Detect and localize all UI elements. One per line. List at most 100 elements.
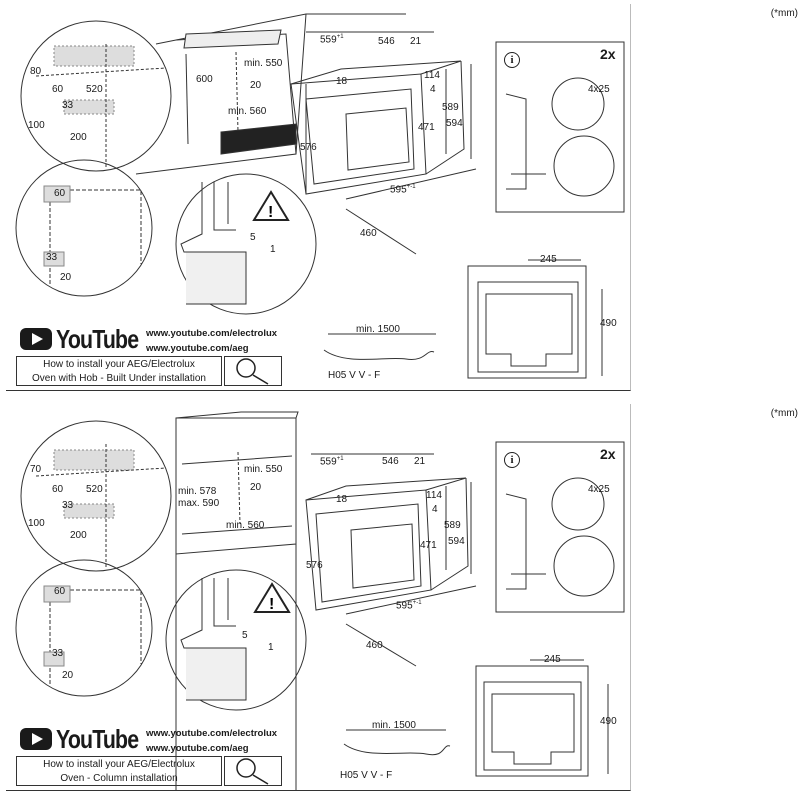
dim-min-578: min. 578 <box>178 486 217 497</box>
dim-471: 471 <box>420 540 437 551</box>
dim-576: 576 <box>300 142 317 153</box>
dim-4: 4 <box>430 84 436 95</box>
dim-595: 595+-1 <box>390 184 416 196</box>
dim-33b: 33 <box>52 648 64 659</box>
dim-33a: 33 <box>62 500 74 511</box>
svg-text:!: ! <box>268 204 273 221</box>
url-electrolux[interactable]: www.youtube.com/electrolux <box>146 728 278 739</box>
cable-length: min. 1500 <box>356 324 400 335</box>
search-box[interactable] <box>224 756 282 786</box>
dim-max-590: max. 590 <box>178 498 220 509</box>
units-note: (*mm) <box>770 408 798 419</box>
youtube-logo: YouTube <box>20 323 156 354</box>
howto-line1: How to install your AEG/Electrolux <box>43 759 195 770</box>
dim-114: 114 <box>426 490 442 501</box>
units-note: (*mm) <box>770 8 798 19</box>
dim-100: 100 <box>28 120 45 131</box>
magnifier-icon <box>236 758 269 785</box>
screw-size: 4x25 <box>588 84 610 95</box>
dim-min-550: min. 550 <box>244 464 283 475</box>
youtube-logo: YouTube <box>20 723 156 754</box>
dim-min-550: min. 550 <box>244 58 283 69</box>
installation-drawing: ! <box>15 13 625 385</box>
screw-quantity: 2x <box>600 46 616 62</box>
cable-length: min. 1500 <box>372 720 416 731</box>
dim-589: 589 <box>444 520 461 531</box>
dim-595: 595+-1 <box>396 600 422 612</box>
url-aeg[interactable]: www.youtube.com/aeg <box>146 343 249 354</box>
dim-60b: 60 <box>54 188 66 199</box>
warning-icon: ! <box>253 582 291 613</box>
dim-520: 520 <box>86 84 103 95</box>
dim-20b: 20 <box>62 670 74 681</box>
howto-box: How to install your AEG/Electrolux Oven … <box>16 756 222 786</box>
dim-100: 100 <box>28 518 45 529</box>
dim-245: 245 <box>544 654 561 665</box>
dim-60a: 60 <box>52 84 64 95</box>
dim-18: 18 <box>336 494 348 505</box>
magnifier-icon <box>236 358 269 385</box>
dim-5: 5 <box>250 232 256 243</box>
dim-576: 576 <box>306 560 323 571</box>
installation-drawing: ! <box>15 411 625 790</box>
dim-20a: 20 <box>250 482 262 493</box>
info-icon: i <box>504 52 520 68</box>
youtube-wordmark: YouTube <box>56 323 139 354</box>
installation-panel-built-under: (*mm) <box>6 4 798 391</box>
dim-80: 80 <box>30 66 42 77</box>
screw-size: 4x25 <box>588 484 610 495</box>
url-electrolux[interactable]: www.youtube.com/electrolux <box>146 328 278 339</box>
info-icon: i <box>504 452 520 468</box>
dim-559: 559+1 <box>320 34 344 46</box>
cable-type: H05 V V - F <box>340 770 393 781</box>
dim-20a: 20 <box>250 80 262 91</box>
dim-200: 200 <box>70 530 87 541</box>
dim-546: 546 <box>378 36 395 47</box>
dim-600: 600 <box>196 74 213 85</box>
dim-589: 589 <box>442 102 459 113</box>
dim-1: 1 <box>270 244 276 255</box>
dim-70: 70 <box>30 464 42 475</box>
dim-min-560: min. 560 <box>226 520 265 531</box>
dim-114: 114 <box>424 70 440 81</box>
dim-33b: 33 <box>46 252 58 263</box>
dim-18: 18 <box>336 76 348 87</box>
dim-33a: 33 <box>62 100 74 111</box>
youtube-urls: www.youtube.com/electrolux www.youtube.c… <box>146 326 277 356</box>
youtube-urls: www.youtube.com/electrolux www.youtube.c… <box>146 726 277 756</box>
cable-type: H05 V V - F <box>328 370 381 381</box>
youtube-wordmark: YouTube <box>56 723 139 754</box>
dim-21: 21 <box>414 456 426 467</box>
search-box[interactable] <box>224 356 282 386</box>
dim-1: 1 <box>268 642 274 653</box>
howto-line1: How to install your AEG/Electrolux <box>43 359 195 370</box>
dim-471: 471 <box>418 122 435 133</box>
dim-460: 460 <box>360 228 377 239</box>
dim-min-560: min. 560 <box>228 106 267 117</box>
dim-4: 4 <box>432 504 438 515</box>
dim-594: 594 <box>448 536 465 547</box>
dim-490: 490 <box>600 716 617 727</box>
dim-594: 594 <box>446 118 463 129</box>
url-aeg[interactable]: www.youtube.com/aeg <box>146 743 249 754</box>
howto-box: How to install your AEG/Electrolux Oven … <box>16 356 222 386</box>
dim-490: 490 <box>600 318 617 329</box>
dim-520: 520 <box>86 484 103 495</box>
dim-200: 200 <box>70 132 87 143</box>
dim-245: 245 <box>540 254 557 265</box>
dim-21: 21 <box>410 36 422 47</box>
youtube-play-icon <box>20 728 52 750</box>
dim-60a: 60 <box>52 484 64 495</box>
dim-60b: 60 <box>54 586 66 597</box>
dim-559: 559+1 <box>320 456 344 468</box>
svg-text:!: ! <box>269 596 274 613</box>
dim-20b: 20 <box>60 272 72 283</box>
dim-546: 546 <box>382 456 399 467</box>
howto-line2: Oven - Column installation <box>60 773 178 784</box>
howto-line2: Oven with Hob - Built Under installation <box>32 373 206 384</box>
warning-icon: ! <box>252 190 290 221</box>
installation-panel-column: (*mm) <box>6 404 798 791</box>
dim-460: 460 <box>366 640 383 651</box>
screw-quantity: 2x <box>600 446 616 462</box>
dim-5: 5 <box>242 630 248 641</box>
